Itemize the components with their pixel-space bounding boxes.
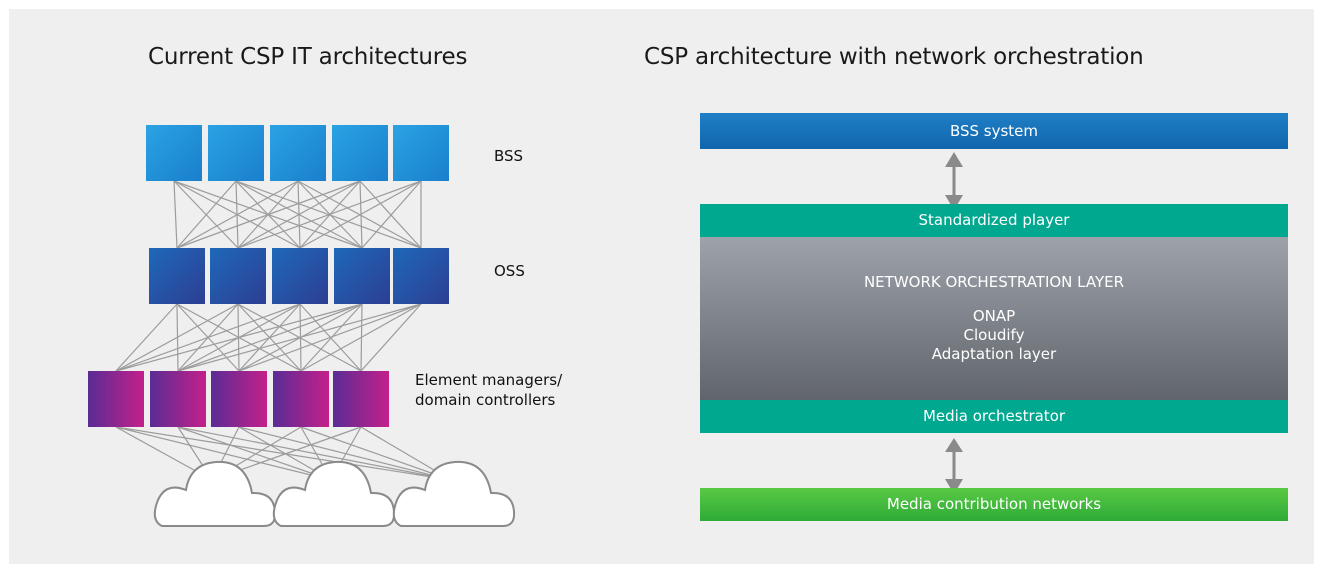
network-orchestration-layer: NETWORK ORCHESTRATION LAYER ONAP Cloudif… [700,237,1288,401]
bss-row [146,125,449,181]
oss-box [334,248,390,304]
connection-line [115,303,178,372]
connection-line [115,303,301,372]
orchestration-item-adaptation: Adaptation layer [931,345,1057,363]
orchestration-layer-items: ONAP Cloudify Adaptation layer [700,307,1288,364]
bss-box [270,125,326,181]
element-manager-box [150,371,206,427]
bss-box [332,125,388,181]
left-diagram-title: Current CSP IT architectures [148,44,468,70]
media-orchestrator-bar: Media orchestrator [700,400,1288,433]
right-diagram-title: CSP architecture with network orchestrat… [644,44,1144,70]
connection-line [237,180,422,249]
connection-line [115,426,452,481]
em-row [88,371,389,427]
connection-line [115,303,363,372]
oss-box [393,248,449,304]
orchestration-item-cloudify: Cloudify [963,326,1025,344]
network-clouds [153,460,516,527]
element-manager-box [88,371,144,427]
connection-line [238,426,452,481]
connection-line [300,426,452,481]
connection-line [173,180,178,249]
bss-box [208,125,264,181]
connection-line [359,180,422,249]
oss-box [149,248,205,304]
element-manager-box [333,371,389,427]
standardized-player-bar: Standardized player [700,204,1288,237]
oss-box [272,248,328,304]
connection-line [176,180,361,249]
bss-system-bar: BSS system [700,113,1288,149]
connection-line [115,426,332,481]
connection-line [177,426,452,481]
connection-line [361,180,422,249]
element-manager-box [273,371,329,427]
media-orchestrator-to-networks-arrow [945,438,963,494]
connection-line [176,180,299,249]
cloud-icon [392,460,516,527]
connection-lines [115,180,452,481]
element-managers-label: Element managers/ domain controllers [415,370,562,410]
connection-line [360,303,422,372]
connection-line [177,303,363,372]
connection-line [115,303,239,372]
connection-line [176,180,237,249]
connection-line [300,303,422,372]
oss-box [210,248,266,304]
orchestration-item-onap: ONAP [972,307,1016,325]
oss-row [149,248,449,304]
connection-line [177,426,332,481]
connection-line [299,180,422,249]
bss-label: BSS [494,147,524,165]
cloud-icon [272,460,396,527]
connection-line [177,303,422,372]
connection-line [238,303,422,372]
element-managers-label-line1: Element managers/ [415,371,563,389]
cloud-icon [153,460,277,527]
orchestration-layer-heading: NETWORK ORCHESTRATION LAYER [863,273,1125,291]
bss-box [146,125,202,181]
connection-line [237,180,361,249]
bss-box [393,125,449,181]
media-contribution-networks-bar: Media contribution networks [700,488,1288,521]
element-manager-box [211,371,267,427]
oss-label: OSS [494,262,525,280]
bss-to-player-arrow [945,152,963,210]
element-managers-label-line2: domain controllers [415,391,556,409]
